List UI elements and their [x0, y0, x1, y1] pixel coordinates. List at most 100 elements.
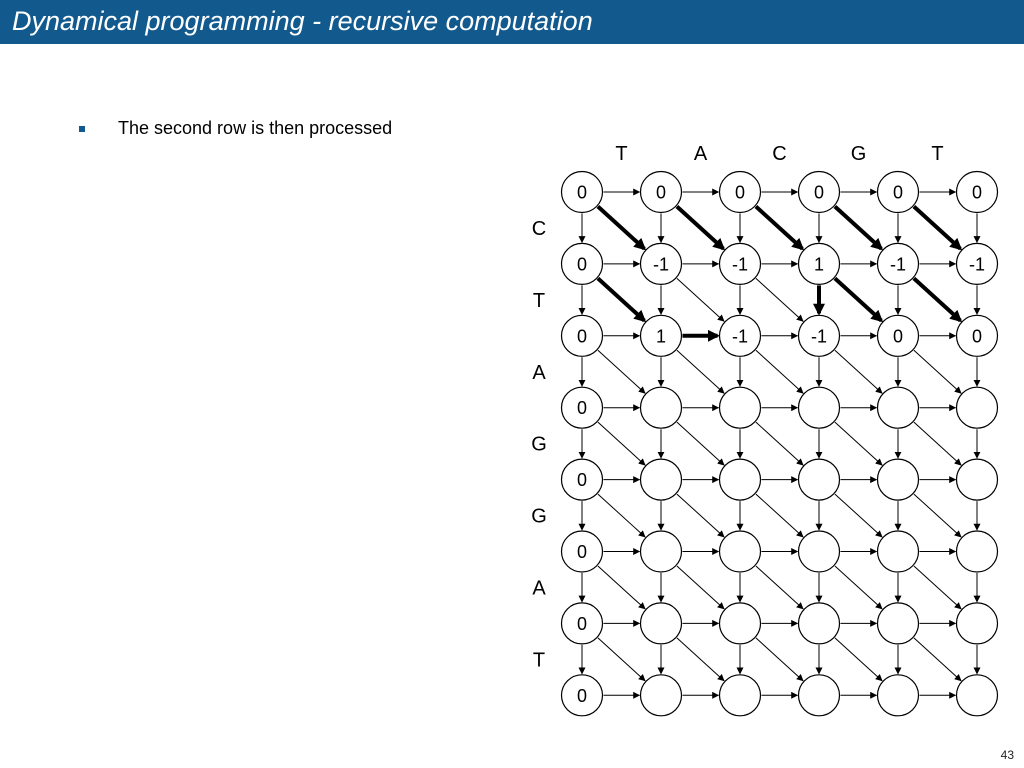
cell-node	[639, 530, 683, 573]
cell-node	[797, 530, 841, 573]
cell-node	[797, 602, 841, 645]
row-label: G	[531, 506, 547, 528]
cell-circle	[718, 674, 762, 717]
cell-circle	[876, 170, 920, 214]
cell-circle	[797, 530, 841, 573]
cell-value: 0	[577, 326, 587, 346]
bold-arrows-layer	[596, 204, 963, 342]
arrow-diag	[676, 349, 725, 394]
cell-circle	[560, 674, 604, 717]
cell-node	[876, 530, 920, 573]
cell-node	[718, 530, 762, 573]
arrow-diag	[597, 637, 646, 682]
cell-circle	[797, 602, 841, 645]
cell-circle	[876, 458, 920, 501]
cell-circle	[560, 458, 604, 501]
row-label: C	[532, 218, 546, 240]
cell-value: 0	[577, 398, 587, 418]
cell-value: 0	[656, 183, 666, 203]
row-label: A	[532, 577, 546, 599]
cell-node: 1	[797, 242, 841, 285]
cell-circle	[797, 170, 841, 214]
arrow-diag	[755, 349, 804, 394]
cell-circle	[718, 602, 762, 645]
title-bar: Dynamical programming - recursive comput…	[0, 0, 1024, 44]
cell-circle	[797, 674, 841, 717]
cell-node: 0	[876, 314, 920, 357]
bold-arrow	[833, 276, 884, 323]
arrow-diag	[676, 421, 725, 466]
cell-circle	[955, 314, 999, 357]
cell-node: 0	[560, 170, 604, 214]
bullet-text: The second row is then processed	[118, 118, 393, 138]
bold-arrow	[912, 276, 963, 323]
cell-value: -1	[732, 254, 748, 274]
cell-node: 0	[560, 530, 604, 573]
arrow-diag	[597, 421, 646, 466]
cell-circle	[955, 170, 999, 214]
arrow-diag	[597, 349, 646, 394]
row-label: G	[531, 434, 547, 456]
cell-value: -1	[811, 326, 827, 346]
cell-node	[718, 458, 762, 501]
cell-node	[639, 602, 683, 645]
arrow-diag	[755, 421, 804, 466]
cell-node: 0	[560, 386, 604, 429]
cell-circle	[955, 674, 999, 717]
cell-node	[955, 674, 999, 717]
cell-node: 0	[955, 314, 999, 357]
cell-circle	[797, 314, 841, 357]
row-label: T	[533, 649, 545, 671]
cell-value: -1	[969, 254, 985, 274]
cell-value: 0	[893, 183, 903, 203]
cell-node: 0	[718, 170, 762, 214]
cell-circle	[718, 242, 762, 285]
arrow-diag	[913, 565, 962, 610]
cell-value: 0	[735, 183, 745, 203]
cell-value: 0	[814, 183, 824, 203]
cell-circle	[560, 530, 604, 573]
cell-node: -1	[797, 314, 841, 357]
cell-circle	[560, 314, 604, 357]
cell-circle	[876, 314, 920, 357]
cell-circle	[955, 530, 999, 573]
thin-arrows-layer	[578, 188, 981, 699]
cell-circle	[718, 530, 762, 573]
column-label: G	[851, 143, 867, 165]
arrow-diag	[676, 493, 725, 538]
cell-circle	[876, 674, 920, 717]
cell-node	[718, 602, 762, 645]
cell-circle	[797, 386, 841, 429]
cell-circle	[560, 386, 604, 429]
cell-node: 0	[560, 458, 604, 501]
cell-value: -1	[653, 254, 669, 274]
arrow-diag	[597, 493, 646, 538]
cell-circle	[560, 602, 604, 645]
cell-node	[797, 386, 841, 429]
arrow-diag	[913, 421, 962, 466]
arrow-diag	[834, 637, 883, 682]
cell-node	[797, 674, 841, 717]
bold-arrow	[675, 204, 726, 251]
arrow-diag	[755, 637, 804, 682]
column-label: T	[931, 143, 943, 165]
cell-node	[639, 386, 683, 429]
cell-node	[955, 386, 999, 429]
cell-node: 0	[876, 170, 920, 214]
cell-circle	[955, 386, 999, 429]
arrow-diag	[834, 349, 883, 394]
cell-circle	[639, 314, 683, 357]
cell-circle	[639, 602, 683, 645]
cell-circle	[718, 314, 762, 357]
cell-node: -1	[876, 242, 920, 285]
cell-circle	[639, 242, 683, 285]
cell-node	[955, 530, 999, 573]
cell-node: 0	[797, 170, 841, 214]
cell-circle	[876, 602, 920, 645]
cell-node: 0	[560, 602, 604, 645]
cell-value: 0	[577, 183, 587, 203]
cell-value: 0	[893, 326, 903, 346]
cell-node: -1	[718, 314, 762, 357]
